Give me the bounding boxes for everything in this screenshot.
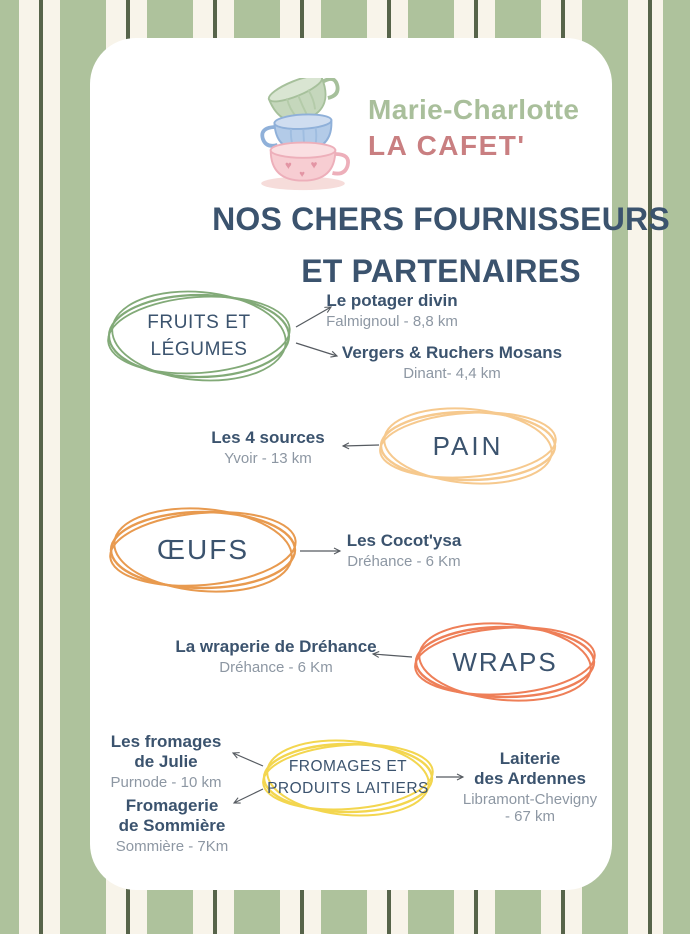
poster-card: ♥ ♥ ♥ Marie-Charlotte LA CAFET' NOS CHER… (90, 38, 670, 890)
supplier-name: des Ardennes (474, 769, 586, 788)
hand-drawn-ellipse (379, 407, 557, 485)
supplier-location: Dinant- 4,4 km (403, 365, 501, 382)
supplier-location: Sommière - 7Km (115, 838, 229, 855)
category-label: ŒUFS (106, 506, 300, 594)
supplier-vergers-ruchers-mosans: Vergers & Ruchers Mosans Dinant- 4,4 km (342, 343, 562, 382)
supplier-name: de Julie (134, 752, 198, 771)
green-cup (267, 78, 340, 123)
supplier-location: Libramont-Chevigny (462, 791, 598, 808)
supplier-name: Vergers & Ruchers Mosans (341, 343, 563, 362)
pink-cup: ♥ ♥ ♥ (269, 141, 350, 182)
category-label-line: PRODUITS LAITIERS (267, 780, 429, 797)
category-bubble-fromages: FROMAGES ET PRODUITS LAITIERS (259, 738, 437, 818)
category-label-line: ŒUFS (157, 534, 249, 565)
category-label: PAIN (376, 406, 560, 486)
supplier-location: - 67 km (504, 808, 556, 825)
supplier-location: Dréhance - 6 Km (219, 659, 333, 676)
category-bubble-pain: PAIN (376, 406, 560, 486)
saucer-shadow (261, 176, 345, 191)
brand-subtitle: LA CAFET' (368, 130, 526, 161)
stacked-teacups-icon: ♥ ♥ ♥ (260, 78, 350, 191)
supplier-location: Dréhance - 6 Km (347, 553, 461, 570)
page-title: NOS CHERS FOURNISSEURS ET PARTENAIRES (180, 193, 690, 297)
supplier-les-cocotysa: Les Cocot'ysa Dréhance - 6 Km (347, 531, 462, 570)
title-line2: ET PARTENAIRES (301, 253, 581, 289)
supplier-location: Yvoir - 13 km (224, 450, 312, 467)
supplier-fromagerie-de-sommiere: Fromagerie de Sommière Sommière - 7Km (116, 796, 229, 855)
category-label-line: WRAPS (452, 646, 558, 677)
category-label-line: FRUITS ET (147, 312, 251, 333)
category-bubble-oeufs: ŒUFS (106, 506, 300, 594)
category-label: FRUITS ET LÉGUMES (104, 290, 294, 382)
title-line1: NOS CHERS FOURNISSEURS (212, 201, 670, 237)
supplier-name: de Sommière (118, 816, 226, 835)
hand-drawn-ellipse (262, 739, 434, 817)
supplier-le-potager-divin: Le potager divin Falmignoul - 8,8 km (326, 291, 458, 330)
supplier-name: Les Cocot'ysa (346, 531, 462, 550)
supplier-location: Falmignoul - 8,8 km (326, 313, 458, 330)
supplier-name: Le potager divin (326, 291, 458, 310)
category-label: FROMAGES ET PRODUITS LAITIERS (259, 738, 437, 818)
category-bubble-wraps: WRAPS (411, 621, 599, 703)
hand-drawn-ellipse (109, 507, 297, 593)
supplier-laiterie-des-ardennes: Laiterie des Ardennes Libramont-Chevigny… (463, 749, 597, 825)
category-bubble-fruits-legumes: FRUITS ET LÉGUMES (104, 290, 294, 382)
brand-name: Marie-Charlotte (368, 94, 580, 125)
supplier-les-fromages-de-julie: Les fromages de Julie Purnode - 10 km (111, 732, 222, 791)
hand-drawn-ellipse (107, 290, 291, 382)
category-label: WRAPS (411, 621, 599, 703)
supplier-la-wraperie-de-drehance: La wraperie de Dréhance Dréhance - 6 Km (175, 637, 376, 676)
category-label-line: PAIN (432, 430, 504, 461)
supplier-name: Fromagerie (125, 796, 219, 815)
svg-text:♥: ♥ (299, 169, 305, 180)
supplier-name: La wraperie de Dréhance (175, 637, 377, 656)
supplier-name: Les 4 sources (211, 428, 325, 447)
supplier-name: Laiterie (499, 749, 561, 768)
svg-text:♥: ♥ (285, 160, 292, 172)
supplier-location: Purnode - 10 km (110, 774, 222, 791)
brand-block: Marie-Charlotte LA CAFET' (368, 96, 579, 160)
svg-text:♥: ♥ (311, 159, 318, 171)
category-label-line: LÉGUMES (150, 339, 248, 360)
supplier-les-4-sources: Les 4 sources Yvoir - 13 km (211, 428, 324, 467)
supplier-name: Les fromages (110, 732, 222, 751)
hand-drawn-ellipse (414, 622, 596, 702)
category-label-line: FROMAGES ET (288, 758, 408, 775)
